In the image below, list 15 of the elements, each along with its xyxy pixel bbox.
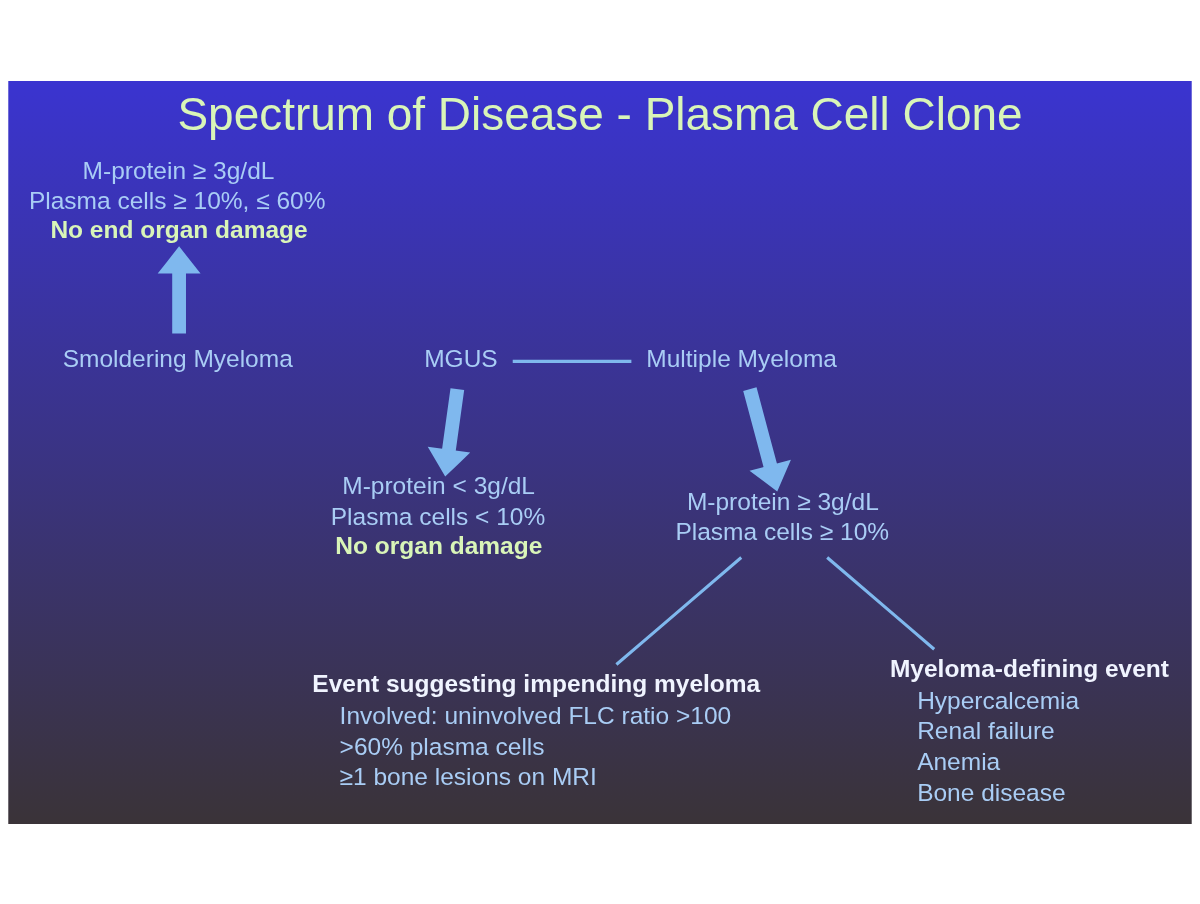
connector xyxy=(512,359,632,363)
node-text: M-protein ≥ 3g/dL Plasma cells ≥ 10%, ≤ 60% No end organ damage xyxy=(28,156,326,243)
arrow xyxy=(157,245,201,334)
arrow xyxy=(427,387,471,477)
connector xyxy=(826,555,936,650)
node-text: Myeloma-defining event Hypercalcemia Renal failure Anemia Bone disease xyxy=(889,654,1169,806)
node-text: Event suggesting impending myeloma Involved: uninvolved FLC ratio >100 >60% plasma cells ≥1 bone lesions on MRI xyxy=(312,669,761,790)
arrow xyxy=(743,386,791,492)
connector xyxy=(615,555,743,666)
node-text: M-protein ≥ 3g/dL Plasma cells ≥ 10% xyxy=(675,487,890,545)
diagram-title: Spectrum of Disease - Plasma Cell Clone xyxy=(177,87,1023,140)
node-text: Multiple Myeloma xyxy=(646,344,837,372)
node-text: M-protein < 3g/dL Plasma cells < 10% No organ damage xyxy=(330,471,546,559)
node-text: MGUS xyxy=(424,344,498,372)
node-text: Smoldering Myeloma xyxy=(62,344,293,372)
